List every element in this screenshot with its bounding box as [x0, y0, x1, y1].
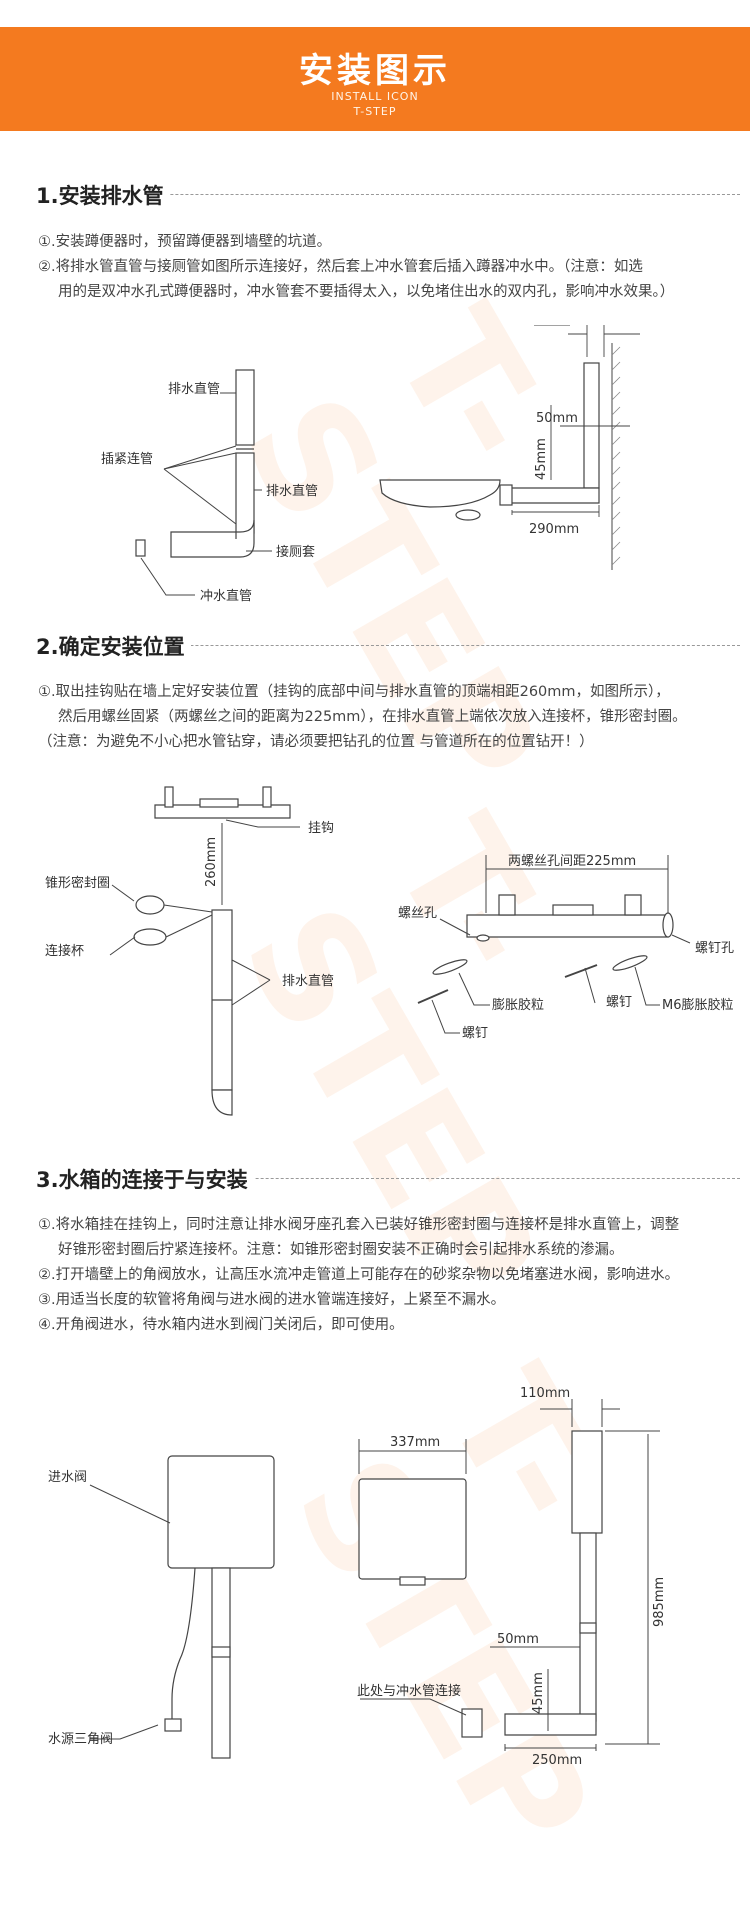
header-banner: 安装图示 INSTALL ICON T-STEP: [0, 27, 750, 131]
section3-line: ④.开角阀进水，待水箱内进水到阀门关闭后，即可使用。: [38, 1317, 404, 1333]
label-toilet-joint: 接厕套: [276, 544, 315, 560]
dim-337mm: 337mm: [390, 1435, 440, 1450]
dim-290mm: 290mm: [529, 522, 579, 537]
section1-line: ②.将排水管直管与接厕管如图所示连接好，然后套上冲水管套后插入蹲器冲水中。（注意…: [38, 259, 643, 275]
label-seal: 锥形密封圈: [45, 875, 110, 891]
section2-line: 然后用螺丝固紧（两螺丝之间的距离为225mm），在排水直管上端依次放入连接杯，锥…: [58, 709, 687, 725]
label-drain-pipe-top: 排水直管: [168, 382, 220, 397]
dim-225: 两螺丝孔间距225mm: [508, 854, 636, 869]
section2-title: 2.确定安装位置: [36, 631, 191, 661]
flush-pipe: [135, 539, 146, 557]
drain-pipe-bottom: [235, 452, 255, 534]
section-divider: [40, 1178, 740, 1179]
label-screw-hole-left: 螺丝孔: [398, 906, 437, 921]
dim-985mm: 985mm: [652, 1577, 667, 1627]
section3-title: 3.水箱的连接于与安装: [36, 1164, 254, 1194]
label-screw-right: 螺钉: [606, 995, 632, 1010]
anchor-right: [612, 955, 648, 971]
section3-line: 好锥形密封圈后拧紧连接杯。注意：如锥形密封圈安装不正确时会引起排水系统的渗漏。: [58, 1242, 624, 1258]
label-flush-pipe: 冲水直管: [200, 589, 252, 604]
dim-45mm: 45mm: [534, 438, 549, 480]
hook: [154, 804, 291, 819]
section1-text: ①.安装蹲便器时，预留蹲便器到墙壁的坑道。 ②.将排水管直管与接厕管如图所示连接…: [38, 230, 728, 305]
label-drain-pipe: 排水直管: [282, 974, 334, 989]
label-anchor: 膨胀胶粒: [492, 997, 544, 1013]
section2-text: ①.取出挂钩贴在墙上定好安装位置（挂钩的底部中间与排水直管的顶端相距260mm，…: [38, 680, 728, 755]
label-screw-left: 螺钉: [462, 1026, 488, 1041]
flex-hose: [171, 1567, 196, 1719]
dim-50mm: 50mm: [536, 411, 578, 426]
section-divider: [40, 194, 740, 195]
label-inlet-valve: 进水阀: [48, 1470, 87, 1485]
tank-front: [358, 1478, 467, 1580]
squat-toilet: [379, 479, 501, 508]
dim-250mm: 250mm: [532, 1753, 582, 1768]
side-joint: [509, 487, 600, 504]
label-connector: 插紧连管: [101, 451, 153, 467]
section3-line: ②.打开墙壁上的角阀放水，让高压水流冲走管道上可能存在的砂浆杂物以免堵塞进水阀，…: [38, 1267, 680, 1283]
drain-pipe-top: [235, 369, 255, 446]
section1-diagram: 排水直管 插紧连管 排水直管 接厕套 冲水直管 25mm 50mm: [101, 325, 640, 604]
section3-line: ①.将水箱挂在挂钩上，同时注意让排水阀牙座孔套入已装好锥形密封圈与连接杯是排水直…: [38, 1217, 680, 1233]
dim-25mm: 25mm: [534, 325, 576, 327]
connecting-cup: [133, 928, 167, 946]
label-connect-flush: 此处与冲水管连接: [357, 1683, 461, 1699]
page-title: 安装图示: [299, 51, 451, 91]
dim-45mm: 45mm: [531, 1672, 546, 1714]
label-screw-hole-right: 螺钉孔: [695, 941, 734, 956]
connector-end: [461, 1708, 483, 1738]
section2-line: ①.取出挂钩贴在墙上定好安装位置（挂钩的底部中间与排水直管的顶端相距260mm，…: [38, 684, 670, 700]
angle-valve: [164, 1718, 182, 1732]
section2-diagram: 挂钩 260mm 锥形密封圈 连接杯 排水直管 两螺丝孔间距225mm 螺丝孔 …: [45, 786, 734, 1116]
section2-line: （注意：为避免不小心把水管钻穿，请必须要把钻孔的位置 与管道所在的位置钻开！）: [38, 734, 594, 750]
anchor-left: [432, 959, 468, 975]
label-hook: 挂钩: [308, 821, 334, 836]
water-tank: [167, 1455, 275, 1569]
label-m6-anchor: M6膨胀胶粒: [662, 997, 734, 1013]
seal-ring: [135, 895, 165, 915]
page-subtitle-en: INSTALL ICON: [331, 90, 419, 103]
dim-110mm: 110mm: [520, 1386, 570, 1401]
side-drain-pipe: [583, 362, 600, 489]
dim-260mm: 260mm: [204, 837, 219, 887]
section3-line: ③.用适当长度的软管将角阀与进水阀的进水管端连接好，上紧至不漏水。: [38, 1292, 506, 1308]
section1-line: 用的是双冲水孔式蹲便器时，冲水管套不要插得太入，以免堵住出水的双内孔，影响冲水效…: [58, 284, 675, 300]
hook-detail: [466, 914, 669, 938]
toilet-joint: [170, 519, 255, 558]
dim-50mm: 50mm: [497, 1632, 539, 1647]
section3-text: ①.将水箱挂在挂钩上，同时注意让排水阀牙座孔套入已装好锥形密封圈与连接杯是排水直…: [38, 1213, 728, 1338]
screw-right: [564, 964, 598, 978]
section1-title: 1.安装排水管: [36, 180, 170, 210]
tank-drain-pipe: [211, 1567, 231, 1759]
label-angle-valve: 水源三角阀: [48, 1732, 113, 1747]
screw-left: [417, 989, 449, 1004]
label-drain-pipe-bottom: 排水直管: [266, 484, 318, 499]
section-divider: [40, 645, 740, 646]
page-subtitle-brand: T-STEP: [353, 105, 397, 118]
screw-hole-left: [476, 934, 490, 942]
screw-hole-right: [662, 912, 674, 938]
section3-diagram: 进水阀 水源三角阀 337mm 此处与冲水管连接 110mm 985mm 50m…: [48, 1386, 667, 1768]
section1-line: ①.安装蹲便器时，预留蹲便器到墙壁的坑道。: [38, 234, 332, 250]
label-cup: 连接杯: [45, 943, 84, 959]
tank-side: [571, 1430, 603, 1534]
